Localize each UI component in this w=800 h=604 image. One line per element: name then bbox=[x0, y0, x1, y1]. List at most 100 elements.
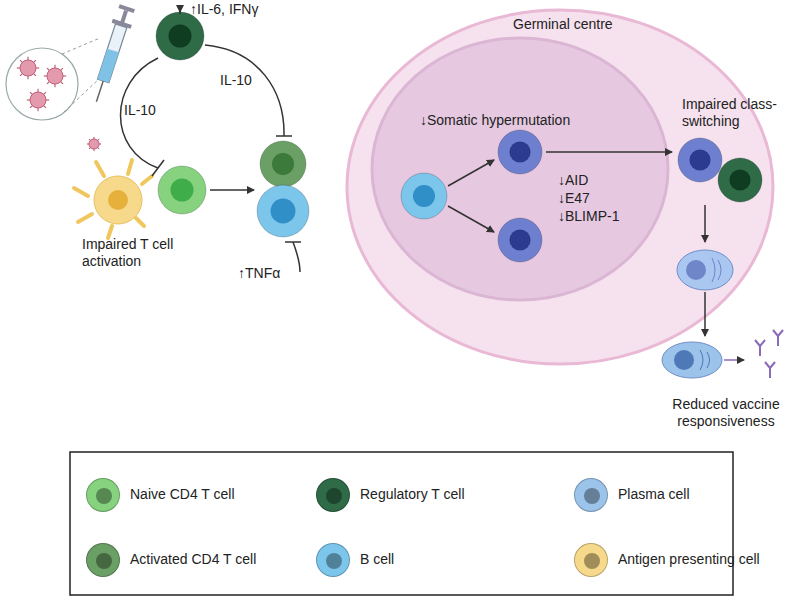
drawing-circle bbox=[678, 138, 722, 182]
drawing-line bbox=[54, 76, 55, 87]
regulatory-t-cell bbox=[156, 12, 204, 60]
drawing-path bbox=[448, 206, 494, 232]
drawing-path bbox=[700, 350, 710, 370]
drawing-g bbox=[87, 4, 137, 105]
drawing-circle bbox=[689, 149, 710, 170]
drawing-rect bbox=[97, 49, 118, 83]
cells bbox=[156, 12, 762, 262]
drawing-path bbox=[755, 340, 765, 356]
drawing-line bbox=[20, 68, 28, 76]
ellipse bbox=[347, 10, 773, 364]
drawing-circle bbox=[271, 199, 296, 224]
drawing-line bbox=[96, 81, 103, 102]
drawing-line bbox=[38, 99, 49, 100]
legend-swatch bbox=[574, 478, 608, 512]
inhibition-lines bbox=[121, 8, 745, 360]
drawing-line bbox=[94, 143, 101, 144]
legend-swatch bbox=[86, 543, 120, 577]
drawing-g bbox=[17, 57, 101, 151]
drawing-path bbox=[704, 292, 706, 336]
drawing-line bbox=[30, 92, 38, 100]
annotation-label: Reduced vaccine responsiveness bbox=[656, 396, 796, 430]
legend-text: Regulatory T cell bbox=[360, 486, 465, 503]
drawing-line bbox=[55, 68, 63, 76]
drawing-ellipse bbox=[677, 250, 733, 290]
annotation-label: IL-10 bbox=[124, 102, 174, 119]
drawing-rect bbox=[97, 24, 126, 83]
drawing-path bbox=[765, 362, 775, 378]
antigen-presenting-cell bbox=[74, 160, 152, 238]
vaccine-illustration bbox=[6, 4, 137, 151]
drawing-ellipse bbox=[686, 260, 706, 280]
drawing-circle bbox=[401, 173, 447, 219]
legend-text: Antigen presenting cell bbox=[618, 551, 760, 568]
drawing-line bbox=[47, 68, 55, 76]
drawing-rect bbox=[112, 19, 132, 29]
swatch-nucleus bbox=[584, 488, 600, 504]
drawing-circle bbox=[729, 169, 750, 190]
legend-swatch bbox=[574, 543, 608, 577]
drawing-circle bbox=[30, 92, 46, 108]
drawing-circle bbox=[509, 141, 530, 162]
drawing-circle bbox=[89, 139, 99, 149]
plasma-cell bbox=[662, 250, 733, 378]
drawing-path bbox=[704, 205, 706, 242]
legend-swatch bbox=[86, 478, 120, 512]
drawing-line bbox=[55, 76, 63, 84]
drawing-path bbox=[773, 330, 783, 346]
drawing-path bbox=[293, 242, 300, 272]
legend-swatch bbox=[316, 543, 350, 577]
drawing-line bbox=[20, 60, 28, 68]
drawing-line bbox=[54, 65, 55, 76]
drawing-circle bbox=[156, 12, 204, 60]
swatch-nucleus bbox=[584, 553, 600, 569]
gc-b-cell bbox=[498, 218, 542, 262]
drawing-line bbox=[27, 99, 38, 100]
drawing-line bbox=[64, 78, 100, 112]
annotation-label: Impaired T cell activation bbox=[82, 236, 200, 270]
drawing-line bbox=[55, 75, 66, 76]
drawing-path bbox=[210, 189, 254, 191]
drawing-rect bbox=[120, 10, 128, 24]
drawing-line bbox=[62, 38, 100, 54]
ellipse-outline bbox=[370, 36, 670, 302]
b-cell bbox=[257, 185, 309, 237]
drawing-rect bbox=[118, 4, 134, 13]
annotation-label: ↓BLIMP-1 bbox=[558, 208, 638, 225]
drawing-circle bbox=[260, 141, 306, 187]
drawing-circle bbox=[272, 153, 294, 175]
drawing-line bbox=[276, 135, 292, 137]
drawing-ellipse bbox=[662, 342, 722, 378]
drawing-line bbox=[93, 137, 94, 144]
annotation-label: Impaired class-switching bbox=[682, 96, 780, 130]
swatch-nucleus bbox=[96, 488, 112, 504]
drawing-line bbox=[285, 241, 301, 243]
drawing-line bbox=[47, 76, 55, 84]
drawing-line bbox=[27, 68, 28, 79]
drawing-line bbox=[94, 144, 99, 149]
legend-frame bbox=[70, 452, 733, 595]
drawing-line bbox=[28, 60, 36, 68]
drawing-circle bbox=[168, 24, 191, 47]
drawing-circle bbox=[20, 60, 36, 76]
legend-swatch bbox=[316, 478, 350, 512]
drawing-circle bbox=[718, 158, 762, 202]
drawing-line bbox=[37, 100, 38, 111]
legend-text: B cell bbox=[360, 551, 394, 568]
drawing-line bbox=[38, 92, 46, 100]
drawing-circle bbox=[674, 350, 694, 370]
drawing-circle bbox=[257, 185, 309, 237]
drawing-circle bbox=[509, 229, 530, 250]
annotation-label: ↑IL-6, IFNγ bbox=[190, 1, 320, 18]
drawing-path bbox=[724, 359, 744, 361]
swatch-nucleus bbox=[96, 553, 112, 569]
drawing-circle bbox=[498, 218, 542, 262]
antibodies bbox=[755, 330, 783, 378]
drawing-path bbox=[546, 151, 672, 153]
swatch-nucleus bbox=[326, 488, 342, 504]
node-title: ↓Somatic hypermutation bbox=[420, 112, 595, 129]
legend-text: Naive CD4 T cell bbox=[130, 486, 235, 503]
drawing-path bbox=[712, 258, 721, 282]
